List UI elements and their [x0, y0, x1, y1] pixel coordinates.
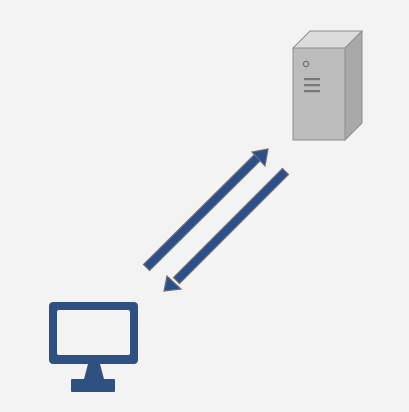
server-side-face: [344, 29, 363, 142]
response-arrow-head: [163, 274, 183, 292]
monitor-screen: [57, 310, 130, 355]
server-drive-slot: [304, 90, 320, 93]
response-arrow: [163, 167, 290, 292]
server-tower-icon: [291, 29, 364, 142]
server-drive-slot: [304, 78, 320, 81]
server-front-face: [292, 47, 346, 141]
desktop-monitor-icon: [49, 302, 138, 392]
request-arrow: [142, 148, 269, 272]
monitor-neck: [84, 364, 104, 379]
response-arrow-shaft: [172, 167, 290, 285]
server-power-led: [302, 60, 310, 68]
server-drive-slot: [304, 84, 320, 87]
request-arrow-head: [250, 148, 269, 168]
monitor-base: [71, 379, 115, 392]
